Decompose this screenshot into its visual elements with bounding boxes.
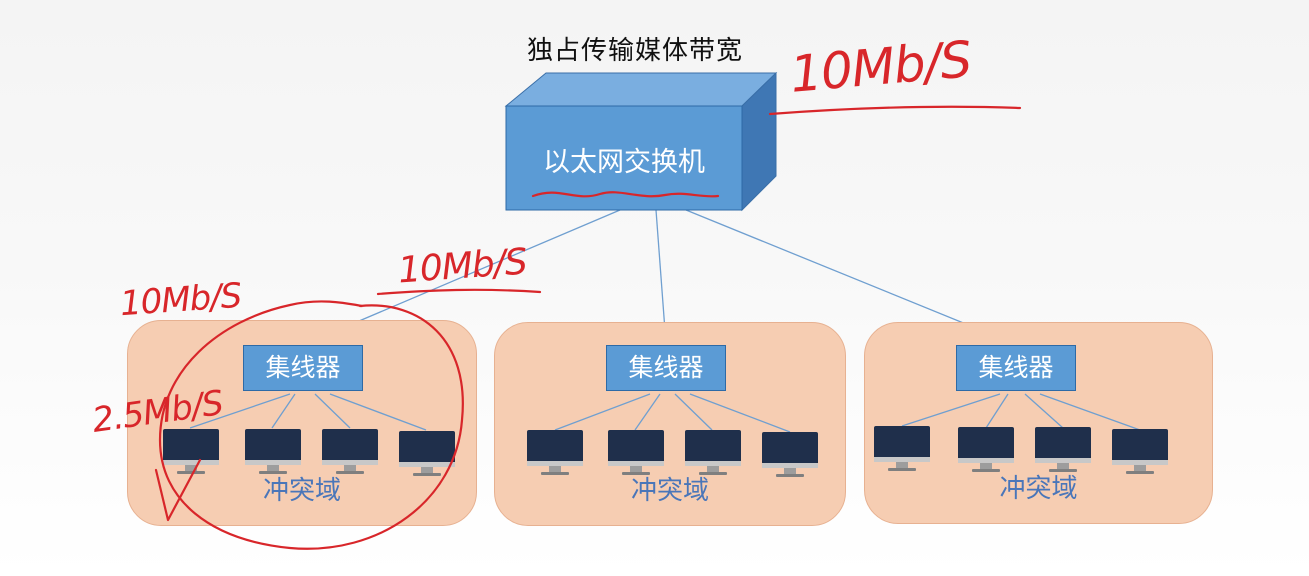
link-hub3-pc2 — [985, 393, 1009, 429]
collision-domain-circle — [158, 300, 464, 550]
link-switch-to-hub-3 — [685, 209, 1016, 345]
page-title: 独占传输媒体带宽 — [527, 36, 744, 66]
link-hub3-pc3 — [1024, 393, 1064, 429]
link-hub2-pc3 — [674, 393, 713, 431]
link-hub2-pc2 — [634, 393, 661, 431]
link-hub2-pc4 — [689, 393, 791, 433]
computer-icon — [958, 427, 1014, 473]
computer-icon — [245, 429, 301, 475]
collision-domain-label: 冲突域 — [262, 476, 341, 506]
link-switch-to-hub-2 — [655, 209, 667, 345]
computer-icon — [685, 430, 741, 476]
computer-icon — [608, 430, 664, 476]
link-hub1-pc3 — [314, 393, 351, 429]
switch-label-underline — [531, 191, 720, 198]
hub-bandwidth-annotation: 10Mb/S — [118, 275, 243, 325]
collision-domain-label: 冲突域 — [999, 474, 1078, 504]
link-underline — [376, 288, 542, 296]
computer-icon — [1035, 427, 1091, 473]
hub-1: 集线器 — [243, 345, 363, 391]
link-hub1-pc4 — [329, 393, 427, 431]
computer-icon — [527, 430, 583, 476]
hub-2: 集线器 — [606, 345, 726, 391]
link-hub3-pc4 — [1039, 393, 1141, 431]
switch-label: 以太网交换机 — [543, 147, 705, 178]
link-hub2-pc1 — [554, 393, 651, 431]
collision-domain-label: 冲突域 — [630, 476, 709, 506]
link-hub1-pc1 — [189, 393, 291, 429]
link-hub1-pc2 — [271, 393, 296, 429]
computer-icon — [399, 431, 455, 477]
computer-icon — [163, 429, 219, 475]
link-hub3-pc1 — [901, 393, 1001, 427]
computer-icon — [762, 432, 818, 478]
switch-underline — [768, 105, 1022, 116]
computer-icon — [1112, 429, 1168, 475]
computer-icon — [322, 429, 378, 475]
check-mark — [154, 458, 202, 522]
hub-3: 集线器 — [956, 345, 1076, 391]
computer-icon — [874, 426, 930, 472]
